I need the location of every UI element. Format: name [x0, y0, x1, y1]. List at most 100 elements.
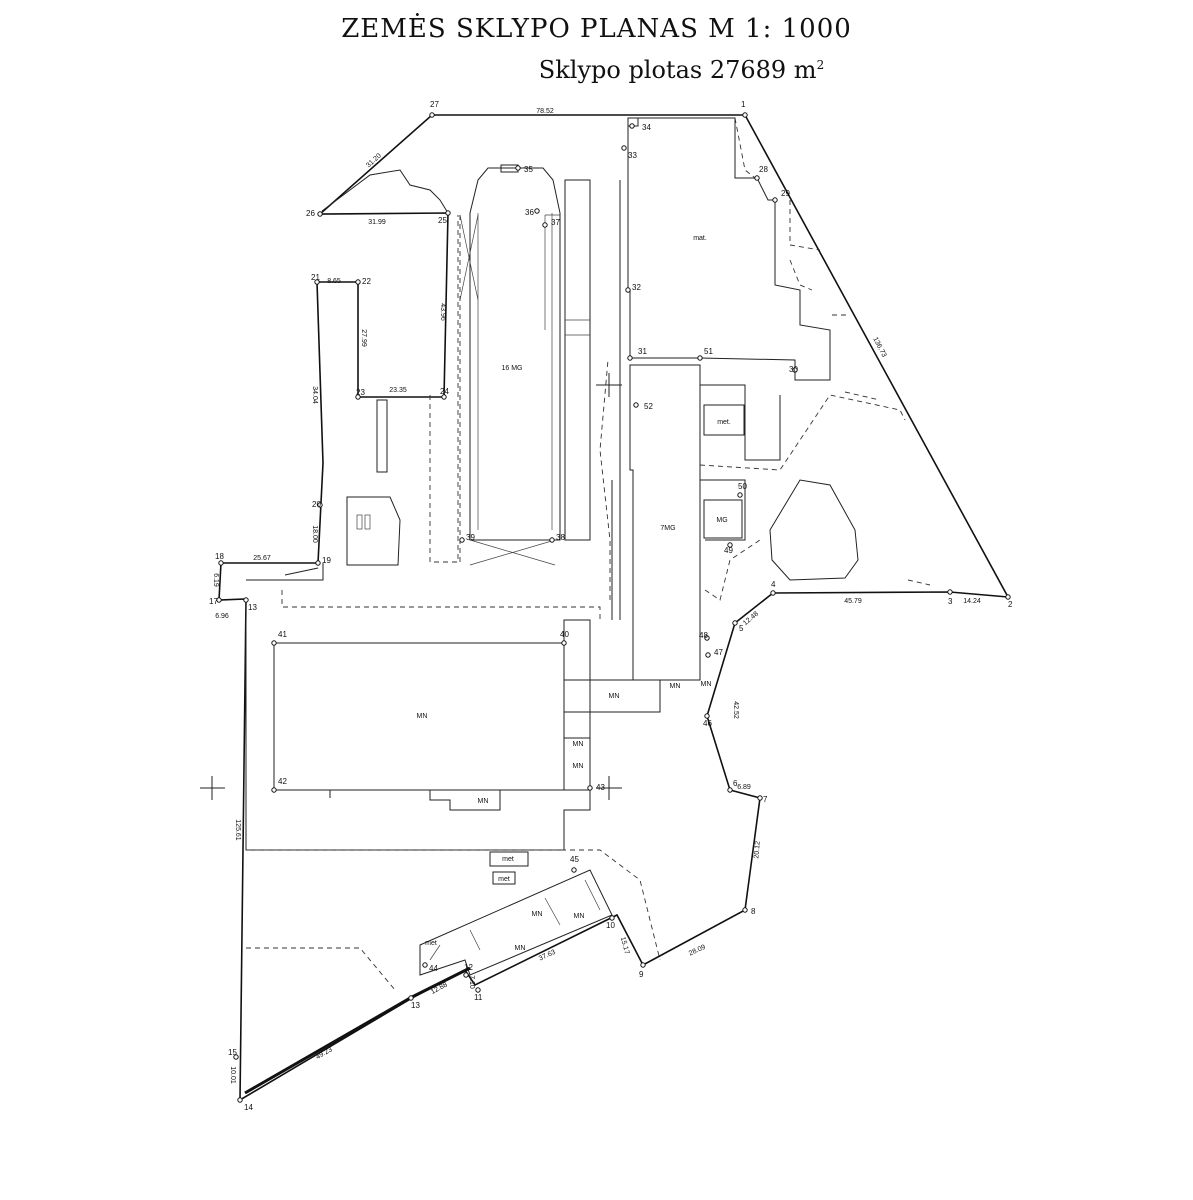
vertex-51 [697, 355, 703, 361]
point-label-36: 36 [525, 208, 534, 217]
length-label-11-10: 37.63 [538, 949, 557, 963]
vertex-8 [742, 907, 748, 913]
length-label-2-1: 136.73 [871, 336, 887, 358]
length-label-10-9: 15.17 [619, 936, 630, 955]
building-strip-right [564, 179, 591, 541]
plot-area-text: Sklypo plotas 27689 m [538, 56, 817, 84]
building-label-bld-mg: MG [716, 517, 727, 524]
vertex-7 [757, 795, 763, 801]
building-mn-large [273, 642, 565, 791]
tree-cluster-outline [769, 479, 859, 581]
point-label-51: 51 [704, 347, 713, 356]
vertex-21 [314, 279, 320, 285]
point-label-29: 29 [781, 189, 790, 198]
vertex-37 [542, 222, 548, 228]
building-16mg-hatch [459, 214, 556, 566]
road-edge-lines [281, 359, 931, 620]
length-label-6-7: 6.89 [737, 784, 751, 791]
vertex-33 [621, 145, 627, 151]
point-label-25: 25 [438, 216, 447, 225]
point-label-15: 15 [228, 1048, 237, 1057]
building-label-bld-mn-i: MN [670, 683, 681, 690]
plot-boundary-line [218, 114, 1010, 1102]
vertex-6 [727, 787, 733, 793]
hill-left [321, 169, 449, 214]
vertex-3 [947, 589, 953, 595]
point-label-30: 30 [789, 365, 798, 374]
point-label-23: 23 [356, 388, 365, 397]
length-label-8-7: 20.12 [753, 841, 762, 859]
building-label-bld-mn-h: MN [515, 945, 526, 952]
point-label-46: 46 [703, 719, 712, 728]
vertex-25 [445, 210, 451, 216]
building-label-bld-mn-a: MN [609, 693, 620, 700]
length-label-21-22: 8.65 [327, 278, 341, 285]
vertex-41 [271, 640, 277, 646]
building-label-bld-mn-f: MN [532, 911, 543, 918]
vertex-28 [754, 175, 760, 181]
point-label-19: 19 [322, 556, 331, 565]
vertex-45 [571, 867, 577, 873]
point-label-49: 49 [724, 546, 733, 555]
building-mg-small [703, 499, 743, 539]
vertex-48 [704, 635, 710, 641]
yard-dashed [246, 849, 661, 991]
parking-mark-a [356, 514, 363, 530]
vertex-17 [216, 597, 222, 603]
point-label-17: 17 [209, 597, 218, 606]
point-label-26: 26 [306, 209, 315, 218]
point-label-3: 3 [948, 597, 953, 606]
vertex-5 [732, 620, 738, 626]
vertex-30 [792, 367, 798, 373]
vertex-43 [587, 785, 593, 791]
point-label-48: 48 [699, 631, 708, 640]
length-label-22-23: 27.99 [360, 329, 367, 347]
building-label-bld-mn-c: MN [573, 763, 584, 770]
length-label-26-25: 31.99 [368, 219, 386, 226]
point-label-2: 2 [1008, 600, 1013, 609]
point-label-50: 50 [738, 482, 747, 491]
vertex-29 [772, 197, 778, 203]
vertex-44 [422, 962, 428, 968]
vertex-11 [475, 987, 481, 993]
vertex-46 [704, 713, 710, 719]
garages-row-dividers [429, 879, 601, 961]
length-label-17-13: 6.96 [215, 613, 229, 620]
point-label-45: 45 [570, 855, 579, 864]
crosshair-mark-1 [200, 776, 225, 800]
vertex-2 [1005, 594, 1011, 600]
point-label-42: 42 [278, 777, 287, 786]
building-label-bld-mn-big: MN [417, 713, 428, 720]
building-met-lower-a [489, 851, 529, 867]
vertex-24 [441, 394, 447, 400]
garages-row [419, 869, 613, 976]
boundary-vertices [216, 112, 1011, 1103]
building-met-small [703, 404, 745, 436]
road-line-upper [246, 180, 621, 620]
building-16mg [469, 167, 561, 541]
vertex-39 [459, 537, 465, 543]
yard-outline [245, 600, 591, 851]
vertex-42 [271, 787, 277, 793]
vertex-49 [727, 542, 733, 548]
parking-mark-b [364, 514, 371, 530]
building-label-bld-met2: met [502, 856, 514, 863]
crosshair-mark-2 [596, 776, 622, 800]
vertex-38 [549, 537, 555, 543]
length-label-14-15: 10.01 [229, 1066, 236, 1084]
point-label-33: 33 [628, 151, 637, 160]
vertex-22 [355, 279, 361, 285]
vertex-40 [561, 640, 567, 646]
point-label-8: 8 [751, 907, 756, 916]
vertex-1 [742, 112, 748, 118]
building-label-bld-top: mat. [693, 235, 707, 242]
point-label-12: 12 [464, 963, 473, 972]
length-label-13-12: 12.88 [430, 981, 449, 995]
point-label-34: 34 [642, 123, 651, 132]
point-label-20: 20 [312, 500, 321, 509]
point-label-47: 47 [714, 648, 723, 657]
vertex-35 [515, 165, 521, 171]
